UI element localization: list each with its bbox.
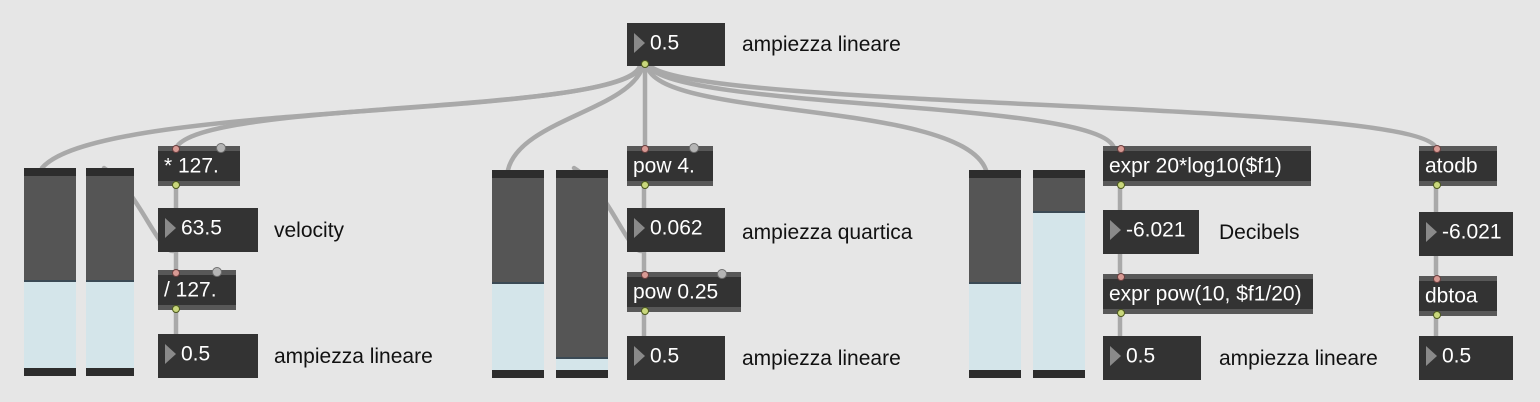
cord-top-to-slider1 bbox=[39, 63, 643, 171]
triangle-icon bbox=[634, 32, 645, 53]
inlet-dot[interactable] bbox=[1117, 145, 1125, 153]
inlet-dot[interactable] bbox=[1433, 275, 1441, 283]
outlet-dot[interactable] bbox=[172, 305, 180, 313]
db-label: Decibels bbox=[1219, 221, 1300, 244]
expr-log-object[interactable]: expr 20*log10($f1) bbox=[1103, 145, 1311, 189]
slider-5[interactable] bbox=[969, 170, 1021, 378]
inlet-dot[interactable] bbox=[1117, 273, 1125, 281]
expr-pow-object[interactable]: expr pow(10, $f1/20) bbox=[1103, 273, 1313, 317]
outlet-dot[interactable] bbox=[1433, 181, 1441, 189]
slider-fill bbox=[1033, 210, 1085, 370]
cold-inlet-dot[interactable] bbox=[212, 267, 222, 277]
outlet-dot[interactable] bbox=[641, 307, 649, 315]
atodb-number-value: -6.021 bbox=[1442, 220, 1502, 244]
slider-knob[interactable] bbox=[86, 279, 134, 282]
top-number-value: 0.5 bbox=[650, 31, 680, 54]
cord-top-to-expr bbox=[645, 63, 1117, 151]
quartic-label: ampiezza quartica bbox=[742, 221, 913, 244]
expr-log-object-text: expr 20*log10($f1) bbox=[1109, 154, 1282, 178]
cold-inlet-dot[interactable] bbox=[717, 269, 727, 279]
velocity-output-number-box[interactable]: 0.5 bbox=[158, 334, 258, 378]
velocity-output-label: ampiezza lineare bbox=[274, 345, 433, 368]
pow-inverse-object[interactable]: pow 0.25 bbox=[627, 269, 741, 315]
velocity-label: velocity bbox=[274, 219, 345, 242]
slider-fill bbox=[492, 281, 544, 370]
db-number-box[interactable]: -6.021 bbox=[1103, 210, 1199, 254]
slider-knob[interactable] bbox=[556, 357, 608, 360]
divide-object-text: / 127. bbox=[164, 278, 217, 302]
inlet-dot[interactable] bbox=[641, 145, 649, 153]
outlet-dot[interactable] bbox=[1117, 181, 1125, 189]
slider-knob[interactable] bbox=[492, 281, 544, 284]
slider-fill bbox=[24, 279, 76, 368]
outlet-dot[interactable] bbox=[172, 181, 180, 189]
pow-object-text: pow 4. bbox=[633, 154, 695, 178]
triangle-icon bbox=[1110, 220, 1121, 240]
outlet-dot[interactable] bbox=[641, 60, 649, 68]
multiply-object[interactable]: * 127. bbox=[158, 143, 240, 189]
quartic-number-value: 0.062 bbox=[650, 216, 703, 240]
db-output-number-box[interactable]: 0.5 bbox=[1103, 336, 1201, 380]
outlet-dot[interactable] bbox=[1117, 309, 1125, 317]
outlet-dot[interactable] bbox=[1433, 311, 1441, 319]
triangle-icon bbox=[165, 344, 176, 364]
pow-inverse-object-text: pow 0.25 bbox=[633, 280, 719, 304]
cold-inlet-dot[interactable] bbox=[216, 143, 226, 153]
cold-inlet-dot[interactable] bbox=[689, 143, 699, 153]
atodb-output-number-box[interactable]: 0.5 bbox=[1419, 336, 1513, 380]
slider-knob[interactable] bbox=[1033, 210, 1085, 213]
slider-knob[interactable] bbox=[24, 279, 76, 282]
dbtoa-object-text: dbtoa bbox=[1425, 284, 1478, 308]
dbtoa-object[interactable]: dbtoa bbox=[1419, 275, 1497, 319]
db-output-value: 0.5 bbox=[1126, 344, 1156, 368]
slider-4[interactable] bbox=[556, 170, 608, 378]
triangle-icon bbox=[1426, 222, 1437, 242]
slider-6[interactable] bbox=[1033, 170, 1085, 378]
inlet-dot[interactable] bbox=[172, 145, 180, 153]
top-number-label: ampiezza lineare bbox=[742, 33, 901, 56]
atodb-output-value: 0.5 bbox=[1442, 344, 1472, 368]
inlet-dot[interactable] bbox=[1433, 145, 1441, 153]
divide-object[interactable]: / 127. bbox=[158, 267, 236, 313]
slider-knob[interactable] bbox=[969, 281, 1021, 284]
triangle-icon bbox=[1110, 346, 1121, 366]
atodb-number-box[interactable]: -6.021 bbox=[1419, 212, 1513, 256]
pow-object[interactable]: pow 4. bbox=[627, 143, 713, 189]
multiply-object-text: * 127. bbox=[164, 154, 219, 178]
atodb-object-text: atodb bbox=[1425, 154, 1478, 178]
top-number-box[interactable]: 0.5 bbox=[627, 23, 725, 68]
inlet-dot[interactable] bbox=[172, 269, 180, 277]
slider-fill bbox=[556, 357, 608, 370]
cord-top-to-slider5 bbox=[644, 63, 989, 173]
cord-top-to-mul bbox=[173, 63, 645, 151]
triangle-icon bbox=[165, 218, 176, 238]
quartic-output-number-box[interactable]: 0.5 bbox=[627, 336, 725, 380]
velocity-output-value: 0.5 bbox=[181, 342, 211, 366]
slider-1[interactable] bbox=[24, 168, 76, 376]
cord-top-to-atodb bbox=[647, 63, 1439, 151]
inlet-dot[interactable] bbox=[641, 271, 649, 279]
velocity-number-value: 63.5 bbox=[181, 216, 222, 240]
outlet-dot[interactable] bbox=[641, 181, 649, 189]
quartic-number-box[interactable]: 0.062 bbox=[627, 208, 725, 252]
slider-fill bbox=[969, 281, 1021, 370]
triangle-icon bbox=[634, 346, 645, 366]
velocity-number-box[interactable]: 63.5 bbox=[158, 208, 258, 252]
slider-3[interactable] bbox=[492, 170, 544, 378]
cord-top-to-slider3 bbox=[505, 63, 646, 173]
triangle-icon bbox=[1426, 346, 1437, 366]
slider-2[interactable] bbox=[86, 168, 134, 376]
db-number-value: -6.021 bbox=[1126, 218, 1186, 242]
expr-pow-object-text: expr pow(10, $f1/20) bbox=[1109, 282, 1302, 306]
quartic-output-label: ampiezza lineare bbox=[742, 347, 901, 370]
atodb-object[interactable]: atodb bbox=[1419, 145, 1497, 189]
db-output-label: ampiezza lineare bbox=[1219, 347, 1378, 370]
triangle-icon bbox=[634, 218, 645, 238]
quartic-output-value: 0.5 bbox=[650, 344, 680, 368]
slider-fill bbox=[86, 279, 134, 368]
